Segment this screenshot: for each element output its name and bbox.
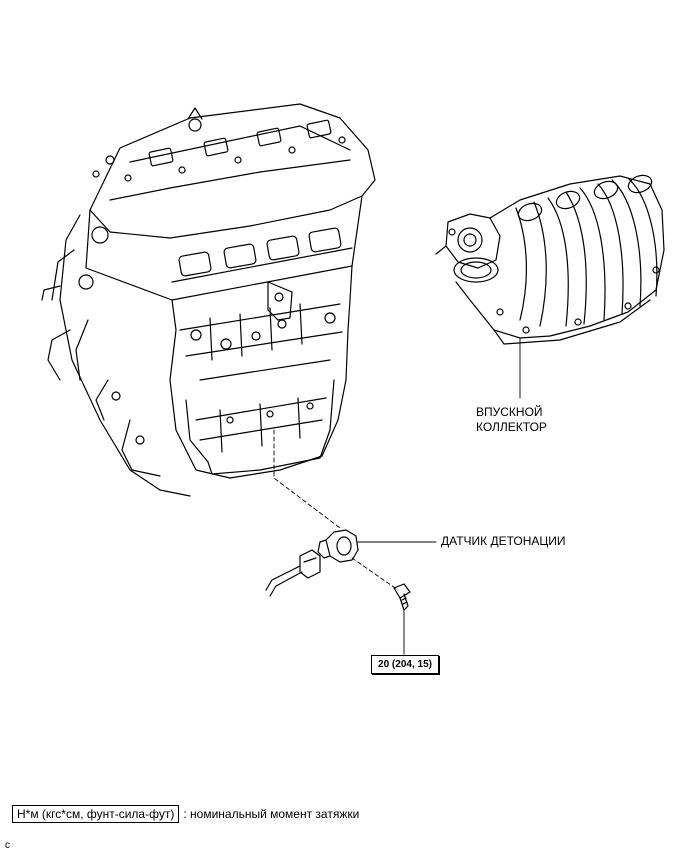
torque-legend: Н*м (кгс*см, фунт-сила-фут): номинальный… [12,805,359,823]
knock-sensor-illustration [317,529,359,563]
corner-code: c [5,840,10,851]
torque-value-box: 20 (204, 15) [371,655,439,674]
bolt-illustration [393,583,411,611]
intake-manifold-label-line1: ВПУСКНОЙ [476,405,543,419]
leader-lines [273,337,521,655]
knock-sensor-label: ДАТЧИК ДЕТОНАЦИИ [441,534,566,548]
intake-manifold-label: ВПУСКНОЙ КОЛЛЕКТОР [476,405,547,435]
intake-manifold-label-line2: КОЛЛЕКТОР [476,420,547,434]
torque-legend-description: : номинальный момент затяжки [183,807,360,821]
engine-block-illustration [41,103,376,497]
connector-harness-illustration [265,549,321,597]
torque-unit-box: Н*м (кгс*см, фунт-сила-фут) [12,805,180,823]
intake-manifold-illustration [435,174,665,345]
